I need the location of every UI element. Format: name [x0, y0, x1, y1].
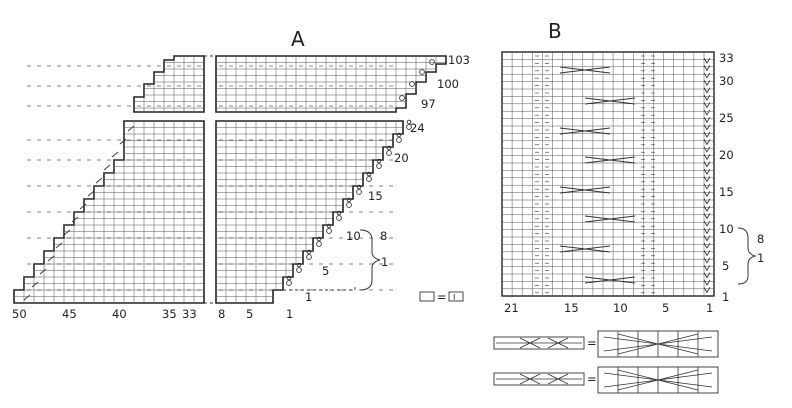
chart-a-row-label: 97	[421, 97, 436, 111]
chart-a-legend: = I	[419, 290, 464, 304]
chart-b-row-label: 5	[722, 259, 729, 273]
chart-a-left-upper-grid	[133, 55, 205, 113]
chart-b-column-label: 5	[662, 301, 669, 315]
chart-a-right-upper-grid	[215, 55, 447, 113]
chart-b-repeat-bottom: 1	[757, 251, 764, 265]
chart-a-row-label: 1	[305, 290, 312, 304]
cable-legend-equals: =	[587, 336, 597, 350]
chart-b-column-label: 1	[706, 301, 713, 315]
chart-a-row-label: 103	[448, 53, 470, 67]
chart-b-grid	[501, 51, 715, 297]
chart-b-row-label: 10	[719, 222, 734, 236]
chart-a-repeat-brace	[359, 229, 381, 291]
chart-b: B 33 30 25 20 15 10 5 1 8 1 21 15 10 5 1…	[493, 19, 764, 394]
chart-a-column-label: 35	[162, 307, 177, 321]
chart-a-column-label: 33	[182, 307, 197, 321]
chart-a: A 8 1	[12, 27, 470, 321]
chart-a-repeat-bottom: 1	[381, 255, 388, 269]
chart-b-row-label: 30	[719, 74, 734, 88]
knit-stitch-symbol	[448, 291, 464, 302]
chart-a-column-label: 1	[286, 307, 293, 321]
chart-b-column-label: 21	[504, 301, 519, 315]
chart-a-column-label: 45	[62, 307, 77, 321]
chart-b-column-label: 15	[564, 301, 579, 315]
chart-a-row-label: 15	[368, 189, 383, 203]
chart-a-column-label: 8	[218, 307, 225, 321]
chart-a-column-label: 50	[12, 307, 27, 321]
knit-stitch-key: I	[453, 293, 455, 302]
chart-a-dashed-connectors	[204, 55, 356, 304]
cable-legend-row-1: =	[493, 330, 719, 358]
chart-a-row-label: 10	[346, 229, 361, 243]
chart-a-row-label: 20	[394, 151, 409, 165]
empty-cell-symbol	[419, 291, 435, 302]
chart-b-repeat-top: 8	[757, 232, 764, 246]
chart-a-repeat-top: 8	[380, 229, 387, 243]
chart-a-title: A	[291, 27, 305, 51]
chart-a-row-label: 24	[410, 121, 425, 135]
chart-b-row-label: 25	[719, 111, 734, 125]
chart-a-row-label: 5	[322, 264, 329, 278]
chart-a-row-label: 100	[437, 77, 459, 91]
cable-legend-row-2: =	[493, 366, 719, 394]
legend-equals: =	[437, 290, 447, 304]
chart-b-repeat-brace	[737, 227, 757, 285]
chart-a-column-label: 5	[246, 307, 253, 321]
chart-b-stitch-symbols	[535, 55, 711, 294]
chart-a-stitch-symbols	[23, 59, 435, 301]
chart-b-row-label: 20	[719, 148, 734, 162]
chart-b-column-label: 10	[613, 301, 628, 315]
chart-b-row-label: 33	[719, 51, 734, 65]
chart-b-title: B	[548, 19, 562, 43]
chart-b-row-label: 15	[719, 185, 734, 199]
chart-b-row-label: 1	[722, 290, 729, 304]
chart-a-column-label: 40	[112, 307, 127, 321]
cable-legend-equals: =	[587, 372, 597, 386]
